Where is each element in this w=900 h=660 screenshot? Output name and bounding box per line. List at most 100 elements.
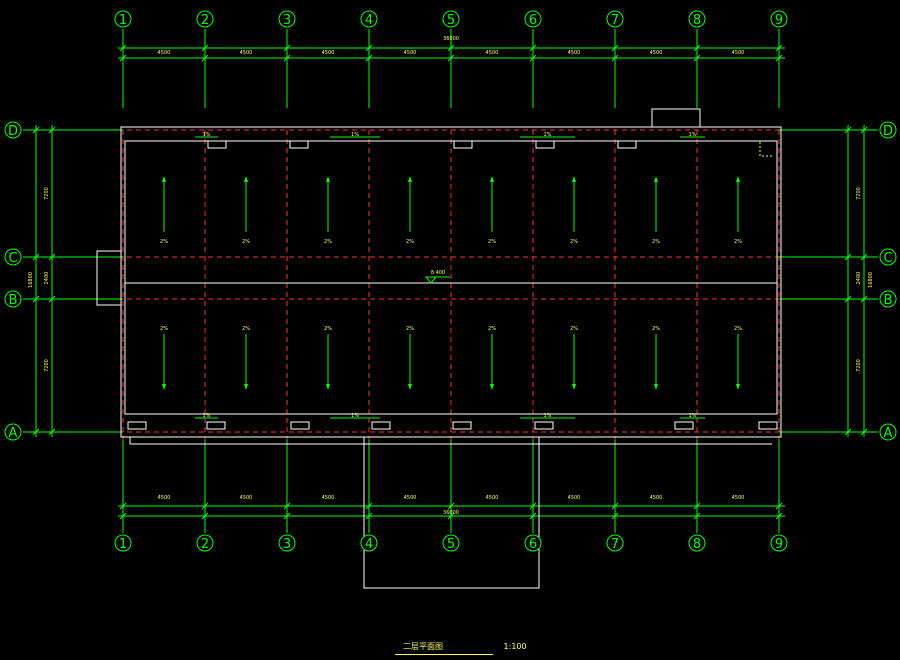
gutter-slope-label: 1% [689,413,697,419]
roof-slope-label: 2% [160,326,168,332]
axis-bubble-icon [278,10,296,28]
dimension-tick [447,512,455,520]
dimension-tick [48,428,56,436]
dimension-lines: 4500450045004500450045004500450045004500… [28,36,874,520]
dimension-tick [693,512,701,520]
drawing-title: 二层平面图 [395,641,493,655]
axis-label: D [883,124,893,139]
axis-bubble-icon [4,248,22,266]
axis-label: 1 [119,13,127,28]
axis-bubble-icon [196,10,214,28]
dimension-tick [844,126,852,134]
roof-slope-marks: 1%1%1%1%1%1%1%1%2%2%2%2%2%2%2%2%2%2%2%2%… [127,132,778,430]
dimension-tick [119,44,127,52]
dimension-label: 4500 [322,495,335,501]
axis-bubble-icon [688,10,706,28]
axis-bubble-icon [196,534,214,552]
axis-label: 8 [693,13,701,28]
outer-wall [120,126,782,438]
dimension-label: 4500 [404,50,417,56]
axis-label: 8 [693,537,701,552]
roof-slope-label: 2% [488,326,496,332]
roof-slope-label: 2% [734,239,742,245]
dimension-label: 2400 [44,272,50,285]
gutter-slope-label: 1% [351,413,359,419]
dimension-tick [283,54,291,62]
axis-bubble-icon [360,534,378,552]
parapet-inner [124,140,778,415]
dimension-tick [447,44,455,52]
gutter-slope-label: 1% [689,132,697,138]
dimension-tick [860,295,868,303]
gutter-slope-label: 1% [203,132,211,138]
arrow-head-icon [654,384,658,390]
dimension-tick [201,44,209,52]
axis-label: D [8,124,18,139]
dimension-tick [365,54,373,62]
building-outline [96,108,782,589]
dimension-tick [611,54,619,62]
dimension-tick [775,512,783,520]
axis-bubble-icon [524,534,542,552]
dimension-tick [365,512,373,520]
arrow-head-icon [162,176,166,182]
arrow-head-icon [326,384,330,390]
drain-outlet-icon [371,421,391,430]
dimension-tick [775,44,783,52]
axis-label: C [8,251,17,266]
roof-slope-label: 2% [652,326,660,332]
roof-slope-label: 2% [734,326,742,332]
center-lines [100,129,800,440]
axis-bubble-icon [770,534,788,552]
arrow-head-icon [736,176,740,182]
dimension-label: 4500 [240,495,253,501]
drain-outlet-icon [290,421,310,430]
roof-slope-label: 2% [160,239,168,245]
axis-label: 5 [447,13,455,28]
axis-bubble-icon [442,534,460,552]
axis-label: 4 [365,537,373,552]
drain-outlet-icon [758,421,778,430]
roof-slope-label: 2% [570,239,578,245]
dimension-tick [611,44,619,52]
dimension-tick [201,512,209,520]
axis-label: 9 [775,13,783,28]
dimension-tick [48,253,56,261]
roof-slope-label: 2% [324,326,332,332]
drawing-scale: 1:100 [503,642,527,651]
roof-slope-label: 2% [406,239,414,245]
axis-bubble-icon [879,290,897,308]
dimension-tick [844,253,852,261]
dimension-label: 4500 [732,495,745,501]
dimension-label: 7200 [856,187,862,200]
arrow-head-icon [572,176,576,182]
dimension-label: 4500 [650,50,663,56]
axis-bubble-icon [114,534,132,552]
axis-bubble-icon [606,10,624,28]
dimension-tick [844,295,852,303]
axis-label: 3 [283,13,291,28]
axis-bubble-icon [879,121,897,139]
roof-slope-label: 2% [406,326,414,332]
arrow-head-icon [408,384,412,390]
axis-label: A [884,426,893,441]
drain-outlet-icon [453,140,473,149]
dimension-tick [32,428,40,436]
dimension-total-label: 16800 [28,272,34,288]
axis-label: 7 [611,13,619,28]
dimension-label: 4500 [322,50,335,56]
axis-bubble-icon [606,534,624,552]
dimension-tick [611,512,619,520]
drain-outlet-icon [289,140,309,149]
dimension-tick [860,126,868,134]
dimension-tick [775,54,783,62]
axis-bubble-icon [879,423,897,441]
dimension-tick [775,502,783,510]
dimension-total-label: 16800 [868,272,874,288]
side-projection [96,250,122,306]
axis-bubble-icon [442,10,460,28]
gutter-slope-label: 1% [544,413,552,419]
drain-outlet-icon [207,140,227,149]
dimension-tick [32,126,40,134]
